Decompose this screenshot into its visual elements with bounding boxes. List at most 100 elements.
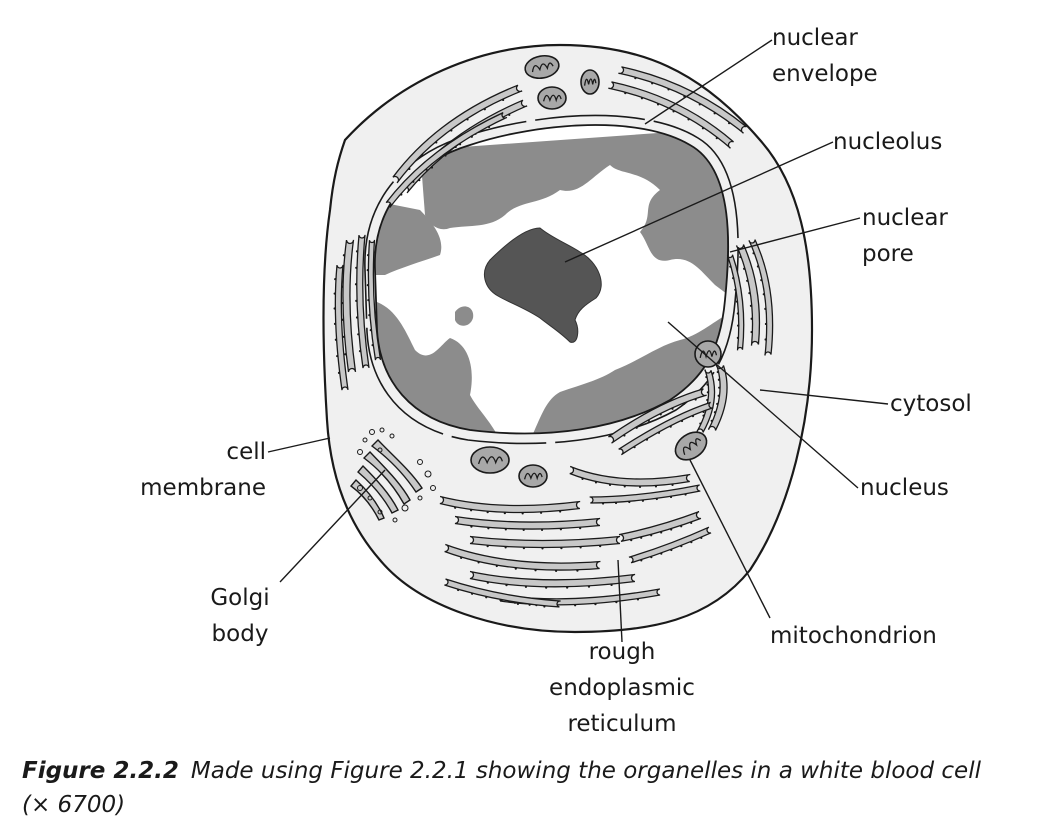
ribosome [650,534,653,537]
er-cisterna [469,570,636,588]
ribosome [762,293,765,296]
label-line: nuclear [772,25,858,51]
ribosome [486,511,489,514]
vesicle [417,459,423,465]
ribosome [355,250,359,253]
er-cisterna [444,578,561,608]
ribosome [435,141,438,144]
ribosome [367,299,370,302]
ribosome [508,113,511,117]
ribosome [579,526,582,530]
mitochondrion [694,340,722,368]
mitochondrion-cristae [682,438,702,456]
ribosome [691,415,695,418]
ribosome [505,584,508,587]
ribosome [524,585,528,588]
ribosome [581,477,584,480]
ribosome [486,581,489,584]
ribosome [412,180,415,183]
mitochondrion [674,431,708,461]
figure-magnification: (× 6700) [22,792,126,818]
label-nuclear-envelope: nuclear envelope [772,20,878,92]
ribosome [485,596,488,599]
vesicle [369,429,375,435]
ribosome [469,509,473,512]
mitochondrion-cristae [477,456,503,465]
ribosome [669,495,673,499]
vesicle [367,495,373,501]
vesicle [379,427,385,433]
golgi-vesicles [357,427,436,523]
er-cisterna [454,515,601,530]
leader-nucleus [667,321,859,489]
ribosome [699,422,702,425]
mitochondrion [537,86,567,110]
ribosome [470,525,473,528]
leader-cell-membrane [267,437,331,453]
label-line: rough [588,639,656,665]
ribosome [743,267,746,270]
mitochondrion-outer [537,86,567,110]
label-line: cell [226,439,266,465]
ribosome [702,414,705,417]
ribosome [650,556,653,559]
ribosome [610,583,613,587]
ribosome [764,307,767,310]
ribosome [355,266,358,269]
ribosome [716,370,719,374]
ribosome [355,299,358,302]
ribosome [487,125,491,129]
leader-lines [267,39,889,643]
ribosome [358,350,362,353]
ribosome [366,269,369,272]
ribosome [645,438,649,441]
ribosome [342,254,346,257]
ribosome [764,338,767,341]
ribosome [430,166,434,169]
er-cisterna [618,511,702,543]
ribosome [623,434,626,437]
er-cisterna [618,401,714,456]
ribosome [454,506,457,509]
ribosome [495,564,498,568]
mitochondrion-cristae [523,472,543,481]
mitochondrion [470,446,510,474]
mitochondrion-cristae [542,94,562,103]
label-nucleus: nucleus [860,475,949,501]
ribosome [594,481,598,484]
ribosome [457,588,460,592]
ribosome [576,569,579,572]
er-cisterna [439,495,581,514]
label-line: body [211,621,269,647]
ribosome [655,497,658,501]
ribosome [660,552,663,555]
ribosome [587,585,591,588]
ribosome [667,88,670,91]
ribosome [539,511,543,514]
ribosome [756,265,760,268]
nucleus [364,114,739,445]
ribosome [717,394,720,397]
ribosome [366,254,370,257]
ribosome [694,398,697,401]
ribosome [728,122,731,125]
leader-rough-er [617,559,623,643]
label-cytosol: cytosol [890,391,972,417]
er-cisterna [608,81,734,149]
mitochondrion-outer [470,446,510,474]
ribosome [354,283,358,286]
er-cisterna [569,465,691,487]
ribosome [640,536,643,539]
er-cisterna [589,484,701,504]
vesicle [424,470,432,478]
ribosome [680,525,683,528]
ribosome [706,391,709,394]
leader-nuclear-envelope [644,39,773,125]
ribosome [636,598,640,601]
ribosome [706,398,709,402]
er-cisterna [707,364,728,431]
ribosome [504,546,507,549]
er-cisterna [356,234,370,369]
ribosome [656,103,660,106]
